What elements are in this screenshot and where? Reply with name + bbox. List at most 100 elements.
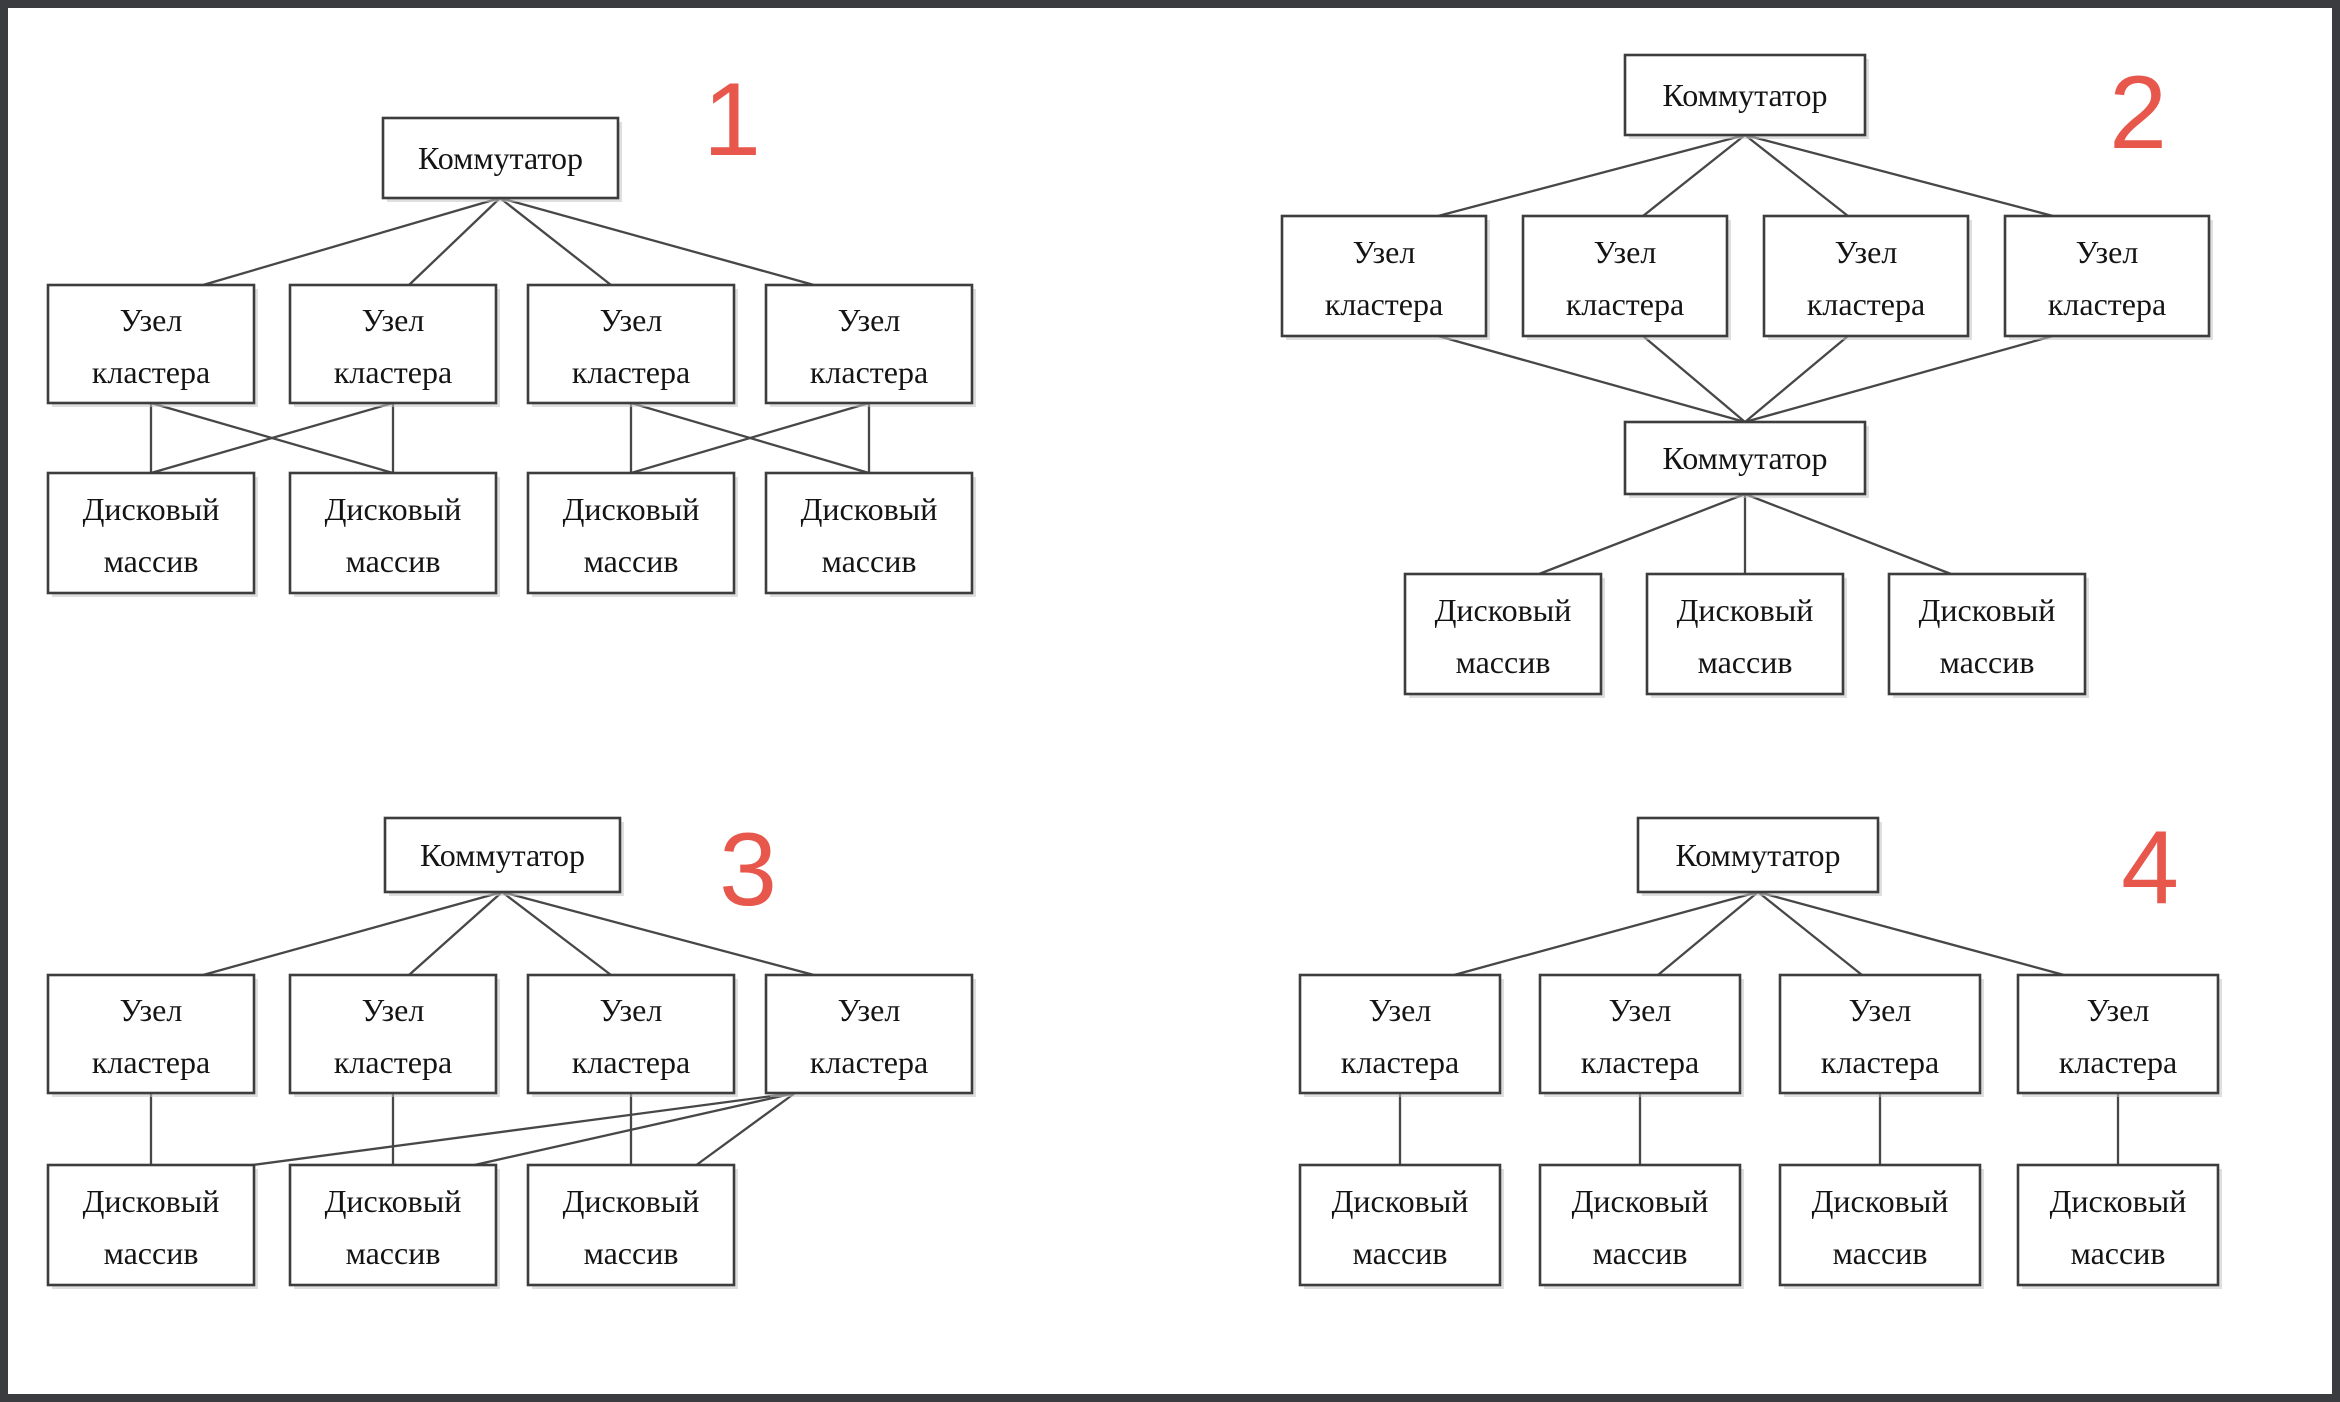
box-label: Узел bbox=[1369, 992, 1432, 1028]
box-outline bbox=[1538, 973, 1742, 1095]
box-label: Узел bbox=[600, 302, 663, 338]
box-outline bbox=[46, 471, 256, 595]
box-outline bbox=[1645, 572, 1845, 696]
box-outline bbox=[288, 973, 498, 1095]
box-label: кластера bbox=[1341, 1044, 1459, 1080]
box-label: Дисковый bbox=[801, 491, 938, 527]
connector-line bbox=[1744, 134, 1849, 217]
switch-top-box: Коммутатор bbox=[1623, 53, 1869, 139]
box-label: Узел bbox=[600, 992, 663, 1028]
box-label: Дисковый bbox=[83, 491, 220, 527]
disk-4-box: Дисковый массив bbox=[2016, 1163, 2222, 1289]
box-label: Дисковый bbox=[2050, 1183, 2187, 1219]
box-label: кластера bbox=[92, 354, 210, 390]
box-label: Узел bbox=[1835, 234, 1898, 270]
switch-box: Коммутатор bbox=[1636, 816, 1882, 896]
box-outline bbox=[46, 283, 256, 405]
box-label: Дисковый bbox=[1332, 1183, 1469, 1219]
box-outline bbox=[288, 283, 498, 405]
diagram-2: КоммутаторУзелкластераУзелкластераУзелкл… bbox=[1280, 53, 2213, 698]
box-label: массив bbox=[584, 543, 679, 579]
box-label: массив bbox=[104, 1235, 199, 1271]
box-label: Коммутатор bbox=[1663, 440, 1828, 476]
connector-line bbox=[501, 890, 815, 977]
connector-line bbox=[1642, 134, 1746, 217]
switch-box: Коммутатор bbox=[381, 116, 622, 202]
box-outline bbox=[1298, 1163, 1502, 1287]
box-outline bbox=[1538, 1163, 1742, 1287]
box-label: кластера bbox=[1821, 1044, 1939, 1080]
box-label: Узел bbox=[120, 302, 183, 338]
box-label: массив bbox=[1940, 644, 2035, 680]
box-label: кластера bbox=[1581, 1044, 1699, 1080]
diagram-3: КоммутаторУзелкластераУзелкластераУзелкл… bbox=[46, 812, 976, 1289]
box-label: кластера bbox=[92, 1044, 210, 1080]
box-outline bbox=[1298, 973, 1502, 1095]
box-label: Коммутатор bbox=[1676, 837, 1841, 873]
box-label: Узел bbox=[1594, 234, 1657, 270]
disk-1-box: Дисковый массив bbox=[1298, 1163, 1504, 1289]
box-label: массив bbox=[1698, 644, 1793, 680]
connector-line bbox=[1744, 335, 1849, 423]
disk-1-box: Дисковый массив bbox=[46, 1163, 258, 1289]
box-label: массив bbox=[1353, 1235, 1448, 1271]
diagram-number: 1 bbox=[703, 62, 761, 178]
box-label: массив bbox=[346, 1235, 441, 1271]
switch-box: Коммутатор bbox=[383, 816, 624, 896]
box-label: Дисковый bbox=[1677, 592, 1814, 628]
connector-line bbox=[499, 196, 815, 287]
box-label: Коммутатор bbox=[1663, 77, 1828, 113]
connector-line bbox=[1437, 334, 1746, 424]
box-label: кластера bbox=[1807, 286, 1925, 322]
connector-line bbox=[694, 1092, 796, 1167]
node-2-box: Узел кластера bbox=[288, 973, 500, 1097]
box-outline bbox=[764, 471, 974, 595]
connector-line bbox=[1453, 890, 1759, 977]
box-label: Узел bbox=[1609, 992, 1672, 1028]
box-label: Узел bbox=[1353, 234, 1416, 270]
diagram-1: КоммутаторУзелкластераУзелкластераУзелкл… bbox=[46, 62, 976, 597]
disk-2-box: Дисковый массив bbox=[1645, 572, 1847, 698]
connector-line bbox=[202, 890, 503, 977]
box-label: Коммутатор bbox=[420, 837, 585, 873]
box-label: массив bbox=[2071, 1235, 2166, 1271]
box-outline bbox=[2016, 973, 2220, 1095]
connector-line bbox=[202, 196, 501, 287]
box-outline bbox=[526, 1163, 736, 1287]
node-3-box: Узел кластера bbox=[1762, 214, 1972, 340]
connector-line bbox=[1757, 891, 1863, 976]
connector-line bbox=[150, 401, 394, 475]
box-outline bbox=[526, 471, 736, 595]
connector-line bbox=[244, 1091, 796, 1168]
box-label: массив bbox=[104, 543, 199, 579]
box-label: Узел bbox=[2087, 992, 2150, 1028]
box-label: Узел bbox=[362, 992, 425, 1028]
box-outline bbox=[1636, 816, 1880, 894]
box-label: Дисковый bbox=[83, 1183, 220, 1219]
box-outline bbox=[1521, 214, 1729, 338]
disk-1-box: Дисковый массив bbox=[46, 471, 258, 597]
box-label: Дисковый bbox=[1572, 1183, 1709, 1219]
box-outline bbox=[1623, 420, 1867, 496]
box-outline bbox=[1623, 53, 1867, 137]
box-label: массив bbox=[584, 1235, 679, 1271]
box-label: кластера bbox=[334, 1044, 452, 1080]
diagram-number: 2 bbox=[2109, 55, 2167, 171]
connector-line bbox=[630, 401, 870, 475]
box-outline bbox=[1778, 973, 1982, 1095]
box-outline bbox=[2016, 1163, 2220, 1287]
box-outline bbox=[764, 283, 974, 405]
